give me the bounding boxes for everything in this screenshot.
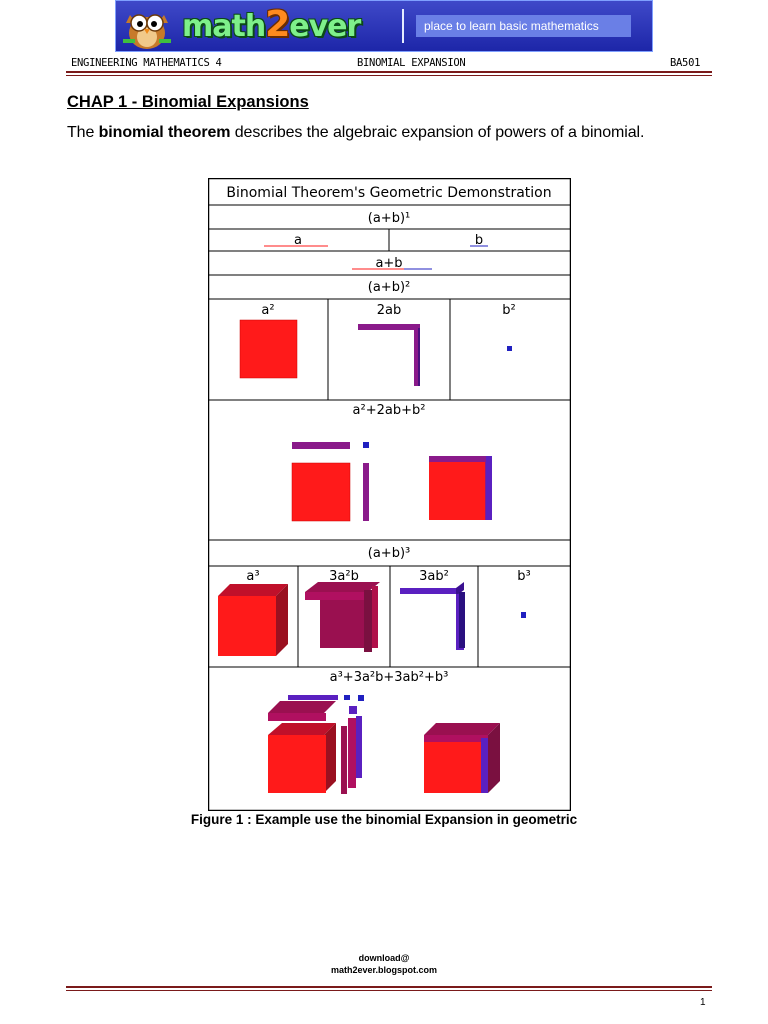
label-b: b [475,233,483,248]
figure-caption: Figure 1 : Example use the binomial Expa… [190,812,578,827]
banner-tagline: place to learn basic mathematics [416,15,631,37]
header-code: BA501 [670,57,701,69]
chapter-title: CHAP 1 - Binomial Expansions [67,93,309,111]
site-logo: math2ever [182,4,361,45]
label-3ab2: 3ab² [419,569,449,584]
footer-rule [66,986,712,988]
label-b-squared: b² [502,303,515,318]
site-banner: math2ever place to learn basic mathemati… [115,0,653,52]
label-2ab: 2ab [377,303,402,318]
download-text: download@ [358,953,410,963]
page-number: 1 [700,997,706,1008]
header-rule-thin [66,75,712,76]
download-url: math2ever.blogspot.com [330,965,438,975]
binomial-figure: .fl { stroke:#000; stroke-width:1; fill:… [208,178,571,811]
owl-mascot-icon [123,14,171,49]
label-a-cubed: a³ [246,569,259,584]
header-rule [66,71,712,73]
footer-rule-thin [66,990,712,991]
row1-heading: (a+b)¹ [368,211,410,226]
cube-sum-label: a³+3a²b+3ab²+b³ [330,670,449,685]
label-3a2b: 3a²b [329,569,359,584]
label-a: a [294,233,302,248]
header-topic: BINOMIAL EXPANSION [357,57,466,69]
square-sum-label: a²+2ab+b² [353,403,426,418]
banner-divider [402,9,404,43]
row2-heading: (a+b)² [368,280,410,295]
sum-label: a+b [375,256,402,271]
intro-paragraph: The binomial theorem describes the algeb… [67,124,645,141]
row3-heading: (a+b)³ [368,546,410,561]
figure-title: Binomial Theorem's Geometric Demonstrati… [226,185,551,201]
header-course: ENGINEERING MATHEMATICS 4 [71,57,222,69]
label-a-squared: a² [261,303,274,318]
label-b-cubed: b³ [517,569,530,584]
